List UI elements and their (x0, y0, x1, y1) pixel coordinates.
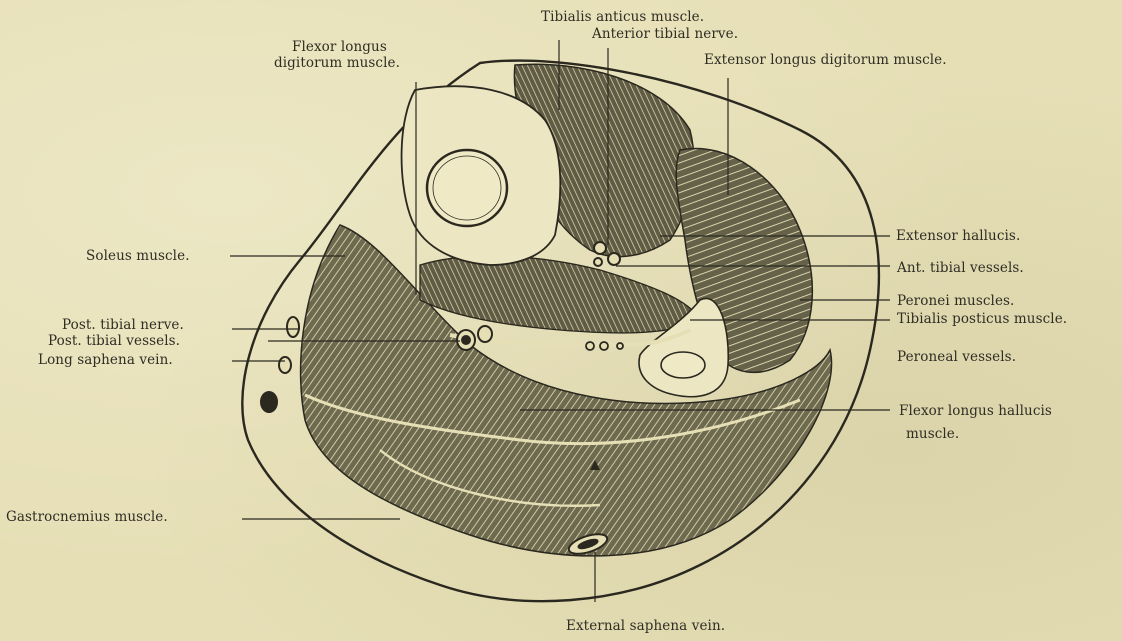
label-post-tibial-vessels: Post. tibial vessels. (48, 334, 180, 348)
label-soleus: Soleus muscle. (86, 249, 190, 263)
label-flexor-longus-hallucis-line2: muscle. (906, 427, 959, 441)
deep-muscle-group (420, 256, 700, 333)
label-tibialis-anticus: Tibialis anticus muscle. (541, 10, 704, 24)
label-ant-tibial-vessels: Ant. tibial vessels. (897, 261, 1024, 275)
label-extensor-hallucis: Extensor hallucis. (896, 229, 1020, 243)
label-anterior-tibial-nerve: Anterior tibial nerve. (592, 27, 738, 41)
peroneal-vessels-dots (586, 342, 623, 350)
label-flexor-longus-digitorum-line2: digitorum muscle. (274, 56, 400, 70)
label-flexor-longus-hallucis-line1: Flexor longus hallucis (899, 404, 1052, 418)
label-extensor-longus-digitorum: Extensor longus digitorum muscle. (704, 53, 947, 67)
posterior-tibial-vessels (457, 326, 492, 350)
label-post-tibial-nerve: Post. tibial nerve. (62, 318, 184, 332)
label-flexor-longus-digitorum-line1: Flexor longus (292, 40, 387, 54)
label-external-saphena-vein: External saphena vein. (566, 619, 725, 633)
label-long-saphena-vein: Long saphena vein. (38, 353, 173, 367)
label-peronei-muscles: Peronei muscles. (897, 294, 1014, 308)
long-saphena-vein-cluster (261, 317, 299, 412)
tibia-medullary-cavity (427, 150, 507, 226)
label-tibialis-posticus: Tibialis posticus muscle. (897, 312, 1067, 326)
label-peroneal-vessels: Peroneal vessels. (897, 350, 1016, 364)
label-gastrocnemius: Gastrocnemius muscle. (6, 510, 168, 524)
fibula-cavity (661, 352, 705, 378)
